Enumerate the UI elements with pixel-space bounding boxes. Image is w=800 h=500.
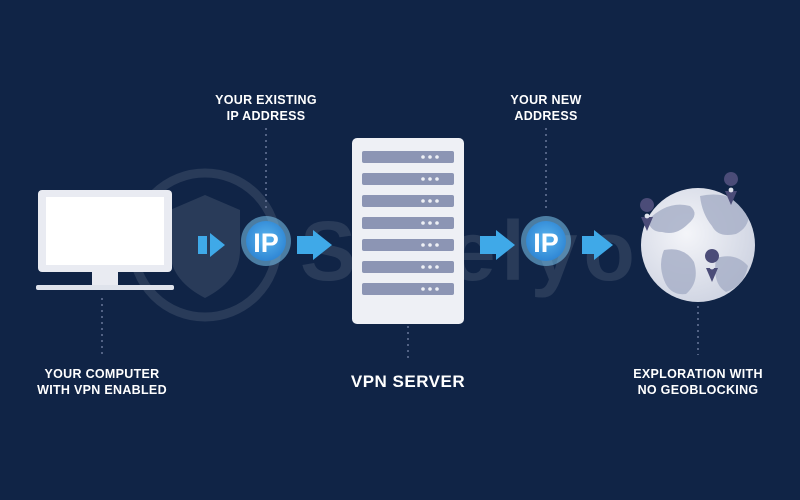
arrow-icon	[480, 230, 515, 260]
arrow-icon	[198, 233, 225, 257]
label-existing-ip: YOUR EXISTING IP ADDRESS	[215, 93, 317, 123]
leader-lines	[101, 128, 699, 362]
ip-badge-new: IP	[521, 216, 571, 266]
location-pin-icon	[705, 249, 720, 282]
arrow-icon	[582, 230, 613, 260]
location-pin-icon	[640, 198, 655, 231]
label-vpn-server: VPN SERVER	[350, 372, 466, 391]
ip-badge-text: IP	[253, 228, 279, 258]
server-slot-lights	[421, 155, 439, 291]
label-world: EXPLORATION WITH NO GEOBLOCKING	[633, 367, 763, 397]
server-slots	[362, 151, 454, 295]
ip-badge-existing: IP	[241, 216, 291, 266]
label-new-ip: YOUR NEW ADDRESS	[510, 93, 582, 123]
server-icon	[352, 138, 464, 324]
label-computer: YOUR COMPUTER WITH VPN ENABLED	[37, 367, 167, 397]
location-pin-icon	[724, 172, 739, 205]
globe-icon	[640, 172, 755, 302]
computer-icon	[36, 190, 174, 290]
ip-badge-text: IP	[533, 228, 559, 258]
arrow-icon	[297, 230, 332, 260]
